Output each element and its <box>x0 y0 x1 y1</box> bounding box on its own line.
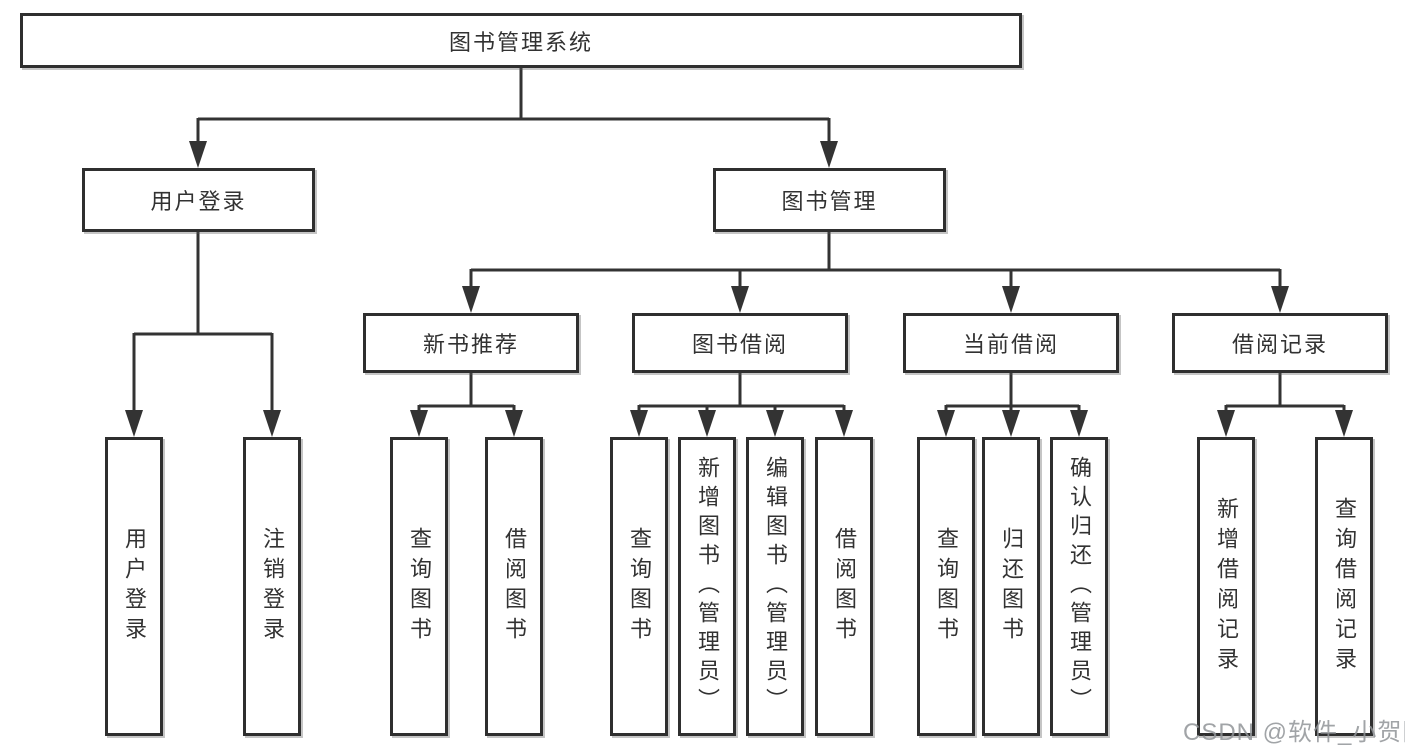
node-new-book-recommend: 新书推荐 <box>363 313 579 373</box>
node-borrow-record: 借阅记录 <box>1172 313 1388 373</box>
leaf-query-books-recommend: 查询图书 <box>390 437 448 736</box>
leaf-logout: 注销登录 <box>243 437 301 736</box>
leaf-query-books-borrow: 查询图书 <box>610 437 668 736</box>
connector-login-to-leaves <box>132 232 274 412</box>
node-library-system: 图书管理系统 <box>20 13 1022 68</box>
node-book-borrow: 图书借阅 <box>632 313 848 373</box>
leaf-borrow-books-recommend: 借阅图书 <box>485 437 543 736</box>
leaf-confirm-return-admin: 确认归还（管理员） <box>1050 437 1108 736</box>
node-book-management: 图书管理 <box>713 168 946 232</box>
leaf-return-books: 归还图书 <box>982 437 1040 736</box>
connector-record-to-leaves <box>1224 373 1346 412</box>
connector-mgmt-to-level3 <box>469 232 1282 288</box>
csdn-watermark: CSDN @软件_小贺同学 <box>1183 719 1405 746</box>
arrowheads <box>125 141 1353 437</box>
node-user-login: 用户登录 <box>82 168 315 232</box>
leaf-query-books-current: 查询图书 <box>917 437 975 736</box>
leaf-add-books-admin: 新增图书（管理员） <box>678 437 736 736</box>
node-current-borrow: 当前借阅 <box>903 313 1119 373</box>
leaf-query-borrow-record: 查询借阅记录 <box>1315 437 1373 736</box>
connector-current-to-leaves <box>944 373 1081 412</box>
connector-borrow-to-leaves <box>637 373 846 412</box>
leaf-edit-books-admin: 编辑图书（管理员） <box>746 437 804 736</box>
connector-root-to-level2 <box>196 68 831 143</box>
leaf-user-login: 用户登录 <box>105 437 163 736</box>
leaf-borrow-books: 借阅图书 <box>815 437 873 736</box>
leaf-add-borrow-record: 新增借阅记录 <box>1197 437 1255 736</box>
connector-recommend-to-leaves <box>417 373 516 412</box>
